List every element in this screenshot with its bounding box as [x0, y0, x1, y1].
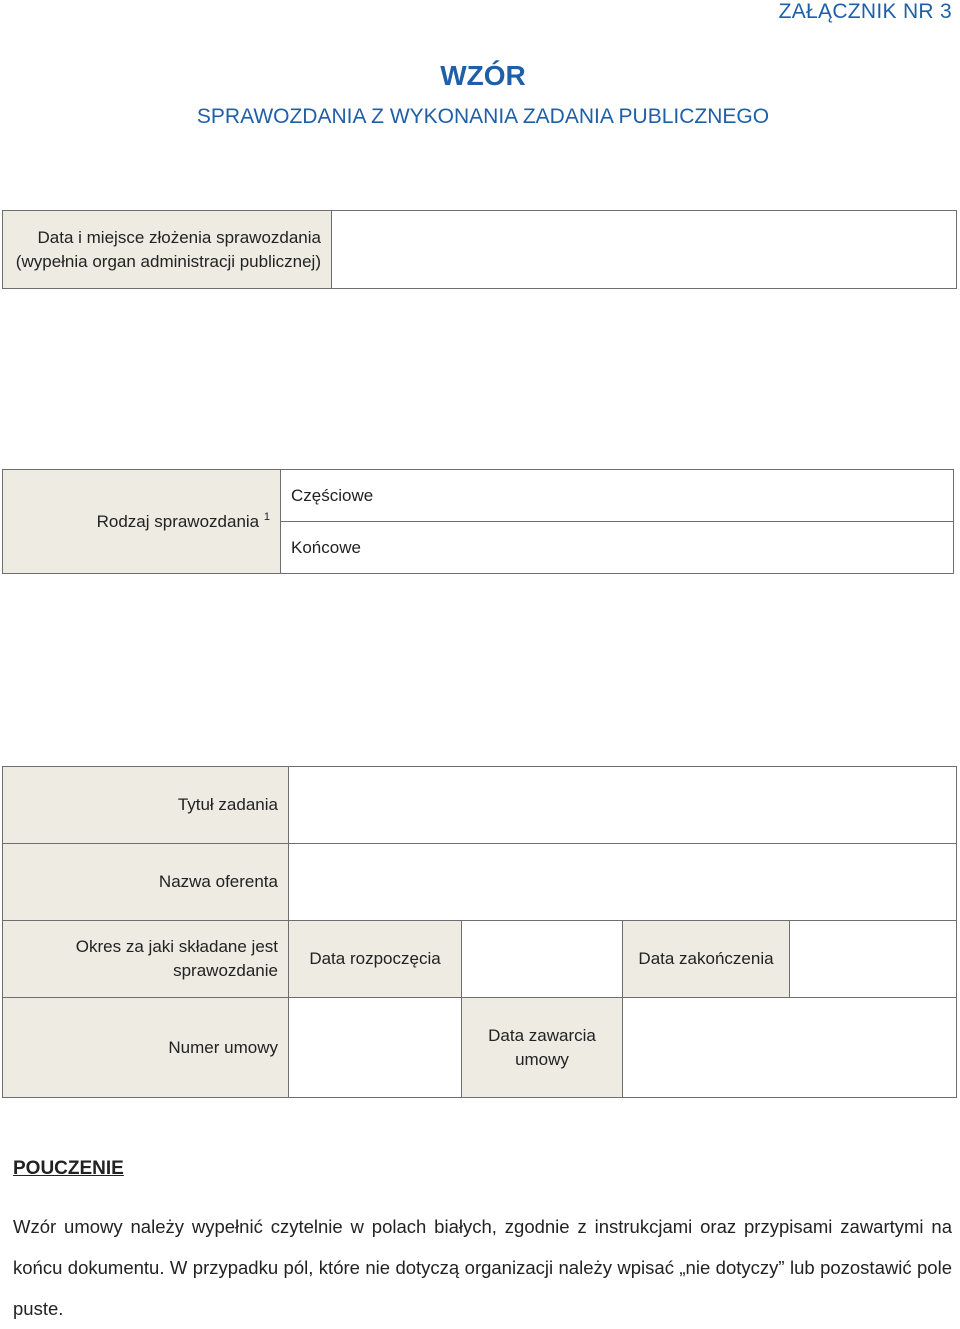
report-type-footnote: 1	[263, 510, 270, 523]
end-date-label: Data zakończenia	[622, 920, 790, 998]
start-date-field[interactable]	[461, 920, 623, 998]
contract-date-label: Data zawarcia umowy	[461, 997, 623, 1098]
notice-heading: POUCZENIE	[13, 1158, 124, 1179]
contract-number-field[interactable]	[288, 997, 462, 1098]
document-subtitle: SPRAWOZDANIA Z WYKONANIA ZADANIA PUBLICZ…	[196, 105, 770, 128]
submission-label: Data i miejsce złożenia sprawozdania (wy…	[2, 210, 332, 289]
offeror-name-label: Nazwa oferenta	[2, 843, 289, 921]
offeror-name-field[interactable]	[288, 843, 957, 921]
task-title-label: Tytuł zadania	[2, 766, 289, 844]
submission-field[interactable]	[331, 210, 957, 289]
document-title: WZÓR	[440, 60, 526, 91]
task-title-field[interactable]	[288, 766, 957, 844]
annex-label: ZAŁĄCZNIK NR 3	[778, 0, 952, 23]
contract-date-field[interactable]	[622, 997, 957, 1098]
report-type-option-final[interactable]: Końcowe	[280, 521, 954, 574]
contract-number-label: Numer umowy	[2, 997, 289, 1098]
task-details-table: Tytuł zadania Nazwa oferenta Okres za ja…	[2, 766, 957, 1098]
report-type-option-partial[interactable]: Częściowe	[280, 469, 954, 522]
report-type-table: Rodzaj sprawozdania 1 Częściowe Końcowe	[2, 469, 954, 574]
report-type-label: Rodzaj sprawozdania 1	[2, 469, 281, 574]
start-date-label: Data rozpoczęcia	[288, 920, 462, 998]
report-type-label-text: Rodzaj sprawozdania	[96, 511, 260, 531]
end-date-field[interactable]	[789, 920, 957, 998]
notice-text: Wzór umowy należy wypełnić czytelnie w p…	[13, 1216, 952, 1319]
submission-table: Data i miejsce złożenia sprawozdania (wy…	[2, 210, 957, 289]
report-period-label: Okres za jaki składane jest sprawozdanie	[2, 920, 289, 998]
